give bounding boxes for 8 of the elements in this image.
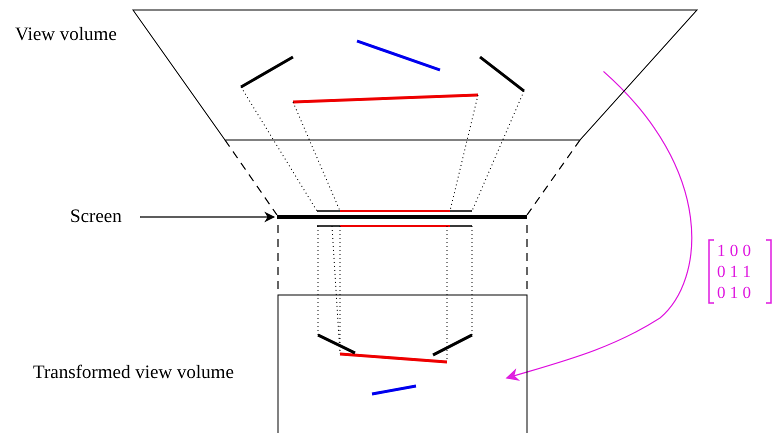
matrix-row: 1 0 0	[717, 240, 751, 262]
screen-label: Screen	[70, 206, 122, 228]
transform-arrow	[506, 71, 692, 381]
volume-label: View volume	[15, 24, 117, 46]
matrix-row: 0 1 1	[717, 261, 751, 283]
matrix-row: 0 1 0	[717, 282, 751, 304]
arrow	[140, 212, 276, 222]
volume-label: Transformed view volume	[33, 362, 234, 384]
